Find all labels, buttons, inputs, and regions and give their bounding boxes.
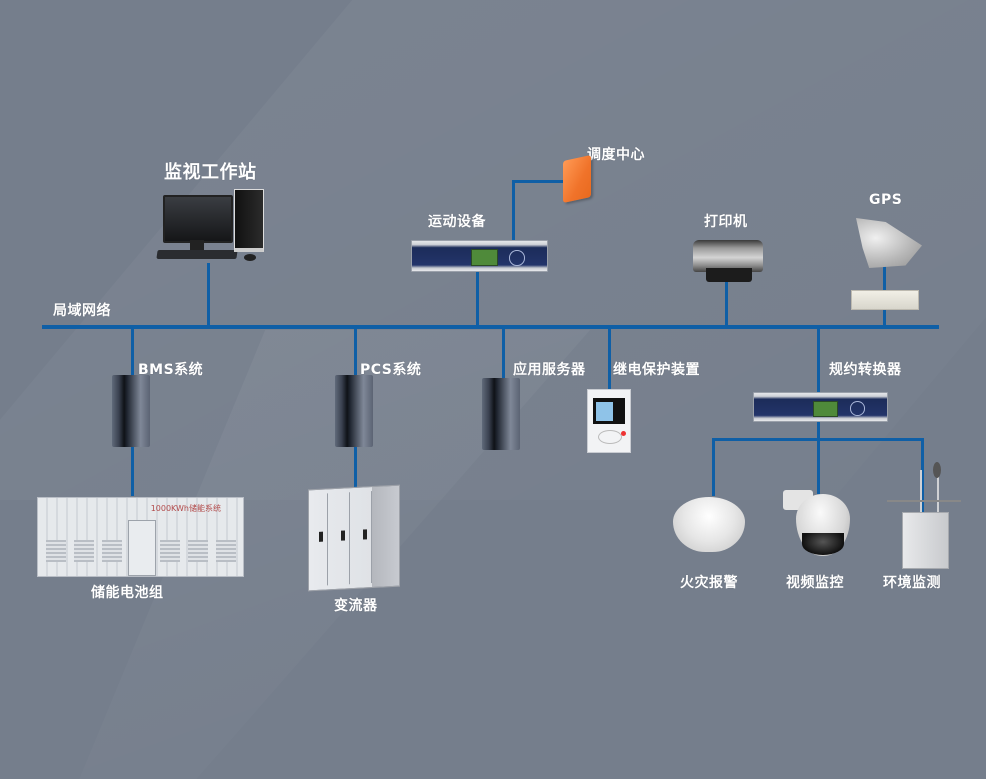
workstation-label: 监视工作站 — [164, 162, 257, 183]
sub-bus-line — [712, 438, 924, 441]
fire-alarm-label: 火灾报警 — [680, 575, 738, 591]
dispatch-center-label: 调度中心 — [587, 147, 645, 163]
converter-label: 变流器 — [334, 598, 378, 614]
wire-app-server — [502, 328, 505, 378]
nav-pad-icon — [509, 250, 525, 266]
wire-environment — [921, 438, 924, 513]
keyboard-icon — [156, 250, 238, 259]
sensor-arm-icon — [887, 500, 961, 502]
wire-converter-down — [817, 420, 820, 494]
lcd-screen-icon — [471, 249, 498, 267]
environment-label: 环境监测 — [883, 575, 941, 591]
battery-container-icon: 1000KWh储能系统 — [37, 497, 244, 577]
cabinet-handle-icon — [363, 529, 367, 540]
wire-gps — [883, 308, 886, 326]
relay-protection-icon — [587, 389, 631, 453]
battery-label: 储能电池组 — [91, 585, 164, 601]
cabinet-handle-icon — [341, 530, 345, 541]
vent-icon — [160, 540, 180, 562]
vent-icon — [188, 540, 208, 562]
bms-label: BMS系统 — [138, 362, 204, 378]
printer-icon — [693, 240, 763, 272]
vent-icon — [216, 540, 236, 562]
nav-pad-icon — [849, 401, 866, 416]
wire-dispatch-vertical — [512, 180, 515, 240]
wire-protocol-converter — [817, 328, 820, 394]
gps-label: GPS — [869, 192, 903, 208]
camera-lens-icon — [802, 533, 844, 555]
monitor-icon — [163, 195, 233, 243]
bms-server-icon — [112, 375, 150, 447]
relay-alarm-led-icon — [621, 431, 626, 436]
protocol-converter-icon — [753, 392, 888, 422]
wind-sensor-icon — [933, 462, 941, 478]
environment-monitor-icon — [902, 512, 949, 569]
vent-icon — [74, 540, 94, 562]
pcs-label: PCS系统 — [360, 362, 422, 378]
lan-bus-line — [42, 325, 939, 329]
sensor-pole-icon — [937, 472, 939, 514]
monitor-stand-icon — [190, 240, 204, 250]
telecontrol-device-icon — [411, 240, 548, 272]
sensor-pole-icon — [920, 470, 922, 514]
vent-icon — [46, 540, 66, 562]
wire-printer — [725, 282, 728, 326]
cabinet-handle-icon — [319, 531, 323, 542]
wire-dispatch-horizontal — [512, 180, 564, 183]
cabinet-seam — [349, 492, 350, 585]
app-server-label: 应用服务器 — [513, 362, 586, 378]
telecontrol-label: 运动设备 — [428, 214, 486, 230]
wire-telecontrol — [476, 270, 479, 326]
container-brand-text: 1000KWh储能系统 — [150, 504, 221, 513]
cabinet-seam — [371, 491, 372, 584]
relay-screen-icon — [593, 398, 625, 424]
video-label: 视频监控 — [786, 575, 844, 591]
lcd-screen-icon — [812, 400, 839, 417]
vent-icon — [102, 540, 122, 562]
wire-workstation — [207, 263, 210, 326]
smoke-detector-icon — [673, 497, 745, 552]
printer-tray-icon — [706, 268, 752, 282]
pc-tower-icon — [234, 189, 264, 252]
pcs-server-icon — [335, 375, 373, 447]
printer-label: 打印机 — [704, 214, 748, 230]
gps-receiver-icon — [851, 290, 919, 310]
wire-gps-dish — [883, 266, 886, 292]
container-door-icon — [128, 520, 156, 576]
converter-cabinet-icon — [308, 484, 400, 592]
relay-protection-label: 继电保护装置 — [613, 362, 700, 378]
relay-keypad-icon — [598, 430, 622, 444]
wire-fire-alarm — [712, 438, 715, 496]
mouse-icon — [244, 254, 256, 261]
cabinet-seam — [327, 493, 328, 586]
app-server-icon — [482, 378, 520, 450]
protocol-converter-label: 规约转换器 — [829, 362, 902, 378]
dispatch-center-icon — [563, 155, 591, 203]
wire-relay — [608, 328, 611, 390]
network-label: 局域网络 — [53, 303, 111, 319]
